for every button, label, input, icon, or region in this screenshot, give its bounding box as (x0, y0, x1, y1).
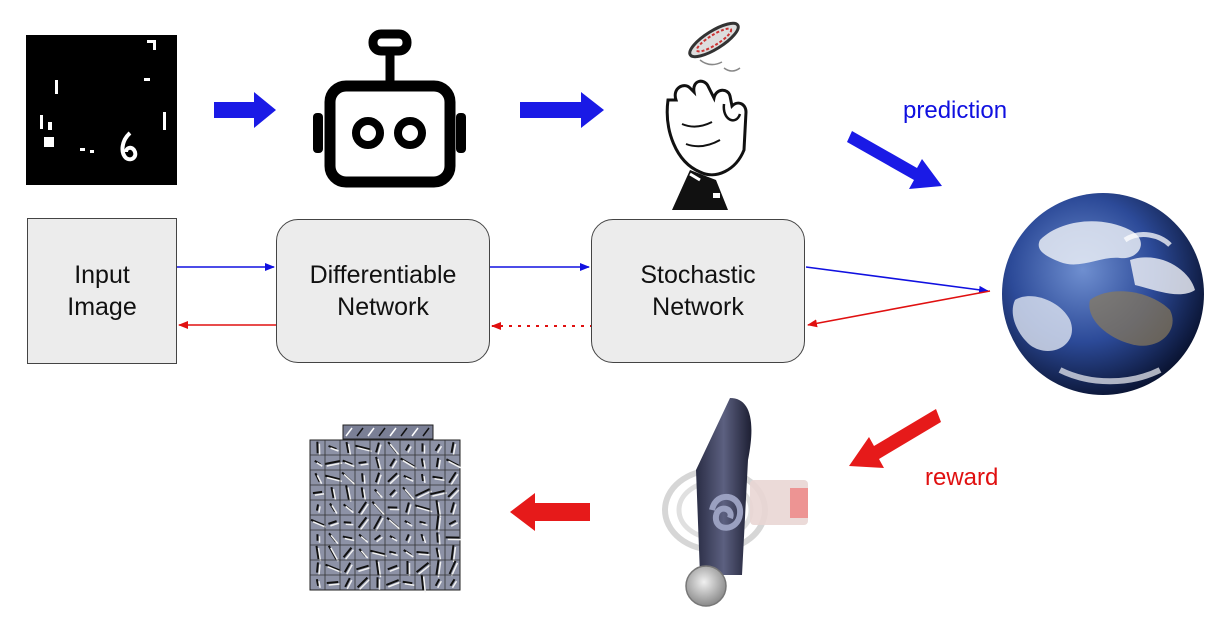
input-image-icon (26, 35, 177, 185)
earth-globe-icon (1002, 193, 1204, 395)
block-arrow-blue-2 (520, 92, 604, 128)
arrow-earth-to-stochastic (807, 290, 991, 328)
arrow-stochastic-to-earth (805, 266, 989, 294)
differentiable-network-box: Differentiable Network (276, 219, 490, 363)
block-arrow-red-bottom (510, 493, 590, 531)
block-arrow-blue-1 (214, 92, 276, 128)
differentiable-network-label: Differentiable Network (309, 260, 457, 322)
input-image-label: Input Image (67, 260, 137, 322)
input-image-box: Input Image (27, 218, 177, 364)
learned-filters-grid-icon (309, 424, 462, 593)
robot-icon (313, 29, 466, 188)
block-arrow-red-reward (849, 409, 941, 468)
stochastic-network-label: Stochastic Network (640, 260, 756, 322)
coin-flip-hand-icon (665, 21, 748, 210)
gavel-reward-icon (662, 398, 808, 607)
block-arrow-blue-prediction (847, 131, 942, 189)
prediction-label: prediction (903, 97, 1008, 124)
reward-label: reward (925, 464, 999, 491)
stochastic-network-box: Stochastic Network (591, 219, 805, 363)
